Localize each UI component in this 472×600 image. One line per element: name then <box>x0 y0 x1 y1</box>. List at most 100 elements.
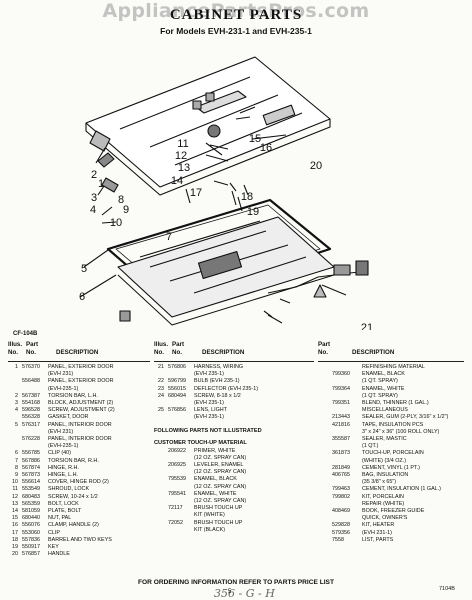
part-description: (EVH 231) <box>48 371 74 378</box>
part-description: PRIMER, WHITE <box>194 447 236 454</box>
exterior-door-panel <box>85 56 331 188</box>
part-description: (12 OZ. SPRAY CAN) <box>194 469 247 476</box>
part-description: HARNESS, WIRING <box>194 364 244 370</box>
part-description: ENAMEL, BLACK <box>362 371 405 378</box>
part-number <box>168 414 194 421</box>
illus-number <box>154 400 168 407</box>
illus-number <box>318 522 332 529</box>
table-row: (1 QT.) <box>318 443 464 450</box>
column-header: Part No. DESCRIPTION <box>318 335 464 362</box>
table-row: (12 OZ. SPRAY CAN) <box>154 484 314 491</box>
watermark: AppliancePartsPros.com <box>102 0 370 22</box>
callout-3: 3 <box>91 192 97 204</box>
part-number: 567387 <box>22 392 40 399</box>
table-row: (EVH 231) <box>8 371 150 378</box>
table-row: (EVH 235-1) <box>154 414 314 421</box>
callout-6: 6 <box>79 291 85 303</box>
part-number: 557836 <box>22 536 40 543</box>
illus-number <box>8 378 22 385</box>
illus-number <box>8 386 22 393</box>
table-row: (12 OZ. SPRAY CAN) <box>154 498 314 505</box>
part-number: 576370 <box>22 364 40 370</box>
part-number <box>332 378 362 385</box>
table-row: (EVH 235-1) <box>154 400 314 407</box>
illus-number <box>318 479 332 486</box>
part-description: BOLT, LOCK <box>48 500 79 507</box>
callout-5: 5 <box>81 263 87 275</box>
illus-number <box>154 505 168 512</box>
part-description: (EVH 231) <box>48 428 74 435</box>
table-row: 579356(EVH 231-1) <box>318 530 464 537</box>
part-description: LENS, LIGHT <box>194 407 227 414</box>
table-row: (WHITE) (3/4 OZ.) <box>318 458 464 465</box>
callout-12: 12 <box>175 150 187 162</box>
table-row: 3" x 24" x 36" (100 ROLL ONLY) <box>318 429 464 436</box>
part-description: COVER, HINGE ROD (2) <box>48 479 109 486</box>
part-number: 680494 <box>168 392 186 399</box>
part-number: 556785 <box>22 450 40 457</box>
part-number: 567874 <box>22 464 40 471</box>
illus-number <box>318 486 332 493</box>
illus-number: 14 <box>12 508 18 515</box>
part-number: 576857 <box>22 551 40 558</box>
part-description: (1 QT. SPRAY) <box>362 378 398 385</box>
callout-7: 7 <box>166 231 172 243</box>
illus-number <box>154 476 168 483</box>
part-description: SEALER, GUM (2-PLY, 3/16" x 1/2") <box>362 414 449 421</box>
illus-number <box>154 371 168 378</box>
part-description: PANEL, INTERIOR DOOR <box>48 421 112 428</box>
illus-number <box>318 364 332 371</box>
part-description: BLEND, THINNER (1 GAL.) <box>362 400 429 407</box>
part-description: (EVH 231-1) <box>362 529 392 536</box>
part-number: 581059 <box>22 508 40 515</box>
part-number: 281849 <box>332 464 350 471</box>
illus-number <box>318 393 332 400</box>
part-number <box>332 479 362 486</box>
illus-number: 15 <box>12 515 18 522</box>
ordering-footer: FOR ORDERING INFORMATION REFER TO PARTS … <box>138 579 334 586</box>
part-description: KIT, PORCELAIN <box>362 493 404 500</box>
illus-number: 3 <box>15 400 18 407</box>
part-description: KEY <box>48 544 59 551</box>
illus-number <box>154 462 168 469</box>
illus-number <box>318 450 332 457</box>
callout-18: 18 <box>241 191 253 203</box>
illus-number <box>318 508 332 515</box>
part-description: (EVH-235-1) <box>48 385 79 392</box>
part-number <box>168 527 194 534</box>
illus-number <box>318 530 332 537</box>
part-description: BRUSH TOUCH UP <box>194 505 243 512</box>
part-number: 421816 <box>332 421 350 428</box>
table-row: (1 QT. SPRAY) <box>318 378 464 385</box>
part-number: 556076 <box>22 522 40 529</box>
table-row: KIT (BLACK) <box>154 527 314 534</box>
part-description: PANEL, EXTERIOR DOOR <box>48 364 114 370</box>
illus-number: 8 <box>15 464 18 471</box>
callout-19: 19 <box>247 206 259 218</box>
table-row: KIT (WHITE) <box>154 512 314 519</box>
illus-number <box>154 469 168 476</box>
part-number: 799802 <box>332 493 350 500</box>
part-description: (1 QT. SPRAY) <box>362 392 398 399</box>
part-number: 72052 <box>168 519 183 526</box>
illus-number: 10 <box>12 479 18 486</box>
part-description: LIST, PARTS <box>362 536 394 543</box>
part-number: 799364 <box>332 385 350 392</box>
callout-15: 15 <box>249 133 261 145</box>
part-number: 596528 <box>22 407 40 414</box>
